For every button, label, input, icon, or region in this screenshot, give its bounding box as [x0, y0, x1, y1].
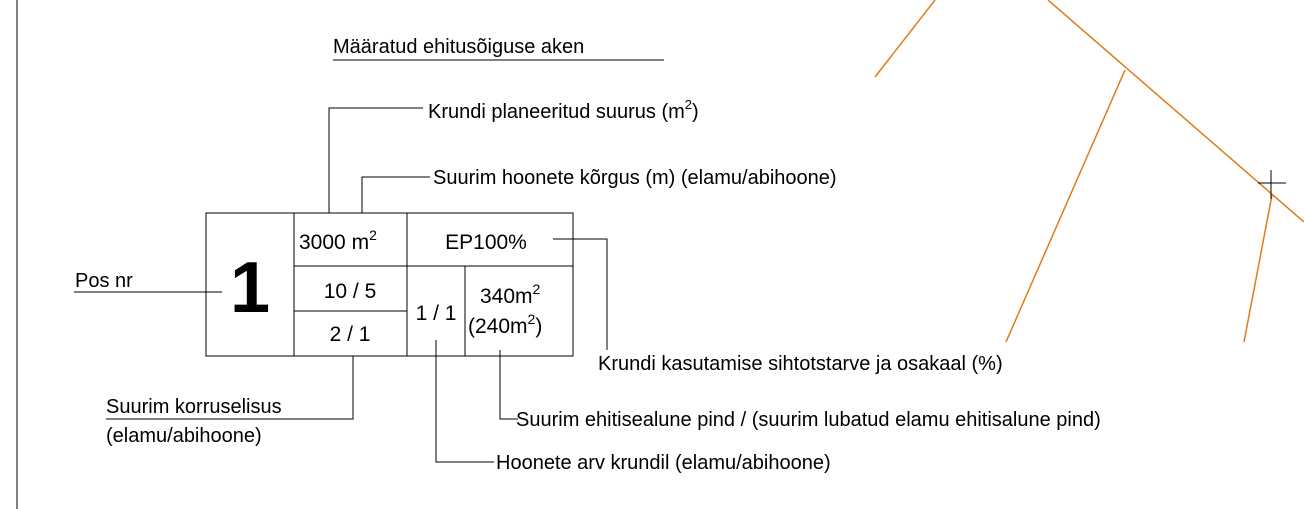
boundary-line-left: [874, 0, 936, 78]
building-rights-table: [205, 212, 574, 357]
diagram-title: Määratud ehitusõiguse aken: [333, 36, 584, 58]
boundary-line-top: [1047, 0, 1304, 223]
building-count-value: 1 / 1: [416, 302, 457, 325]
position-number: 1: [230, 248, 270, 328]
table-outline: [205, 212, 574, 357]
boundary-line-right: [1243, 194, 1273, 343]
plot-boundary-lines: [874, 0, 1304, 343]
residential-footprint-value: (240m2): [468, 311, 542, 338]
callout-purpose: Krundi kasutamise sihtotstarve ja osakaa…: [598, 353, 1003, 375]
callout-max-height: Suurim hoonete kõrgus (m) (elamu/abihoon…: [433, 167, 837, 189]
plot-area-value: 3000 m2: [299, 227, 377, 254]
callout-max-floors-line1: Suurim korruselisus: [106, 396, 282, 418]
callout-max-floors-line2: (elamu/abihoone): [106, 425, 262, 447]
footprint-value: 340m2: [480, 281, 541, 308]
floors-value: 2 / 1: [330, 323, 371, 346]
callout-pos-nr: Pos nr: [75, 270, 133, 292]
purpose-value: EP100%: [445, 231, 527, 254]
callout-building-count: Hoonete arv krundil (elamu/abihoone): [496, 452, 831, 474]
boundary-line-middle: [1005, 69, 1126, 343]
callout-building-area: Suurim ehitisealune pind / (suurim lubat…: [516, 409, 1101, 431]
height-value: 10 / 5: [324, 280, 377, 303]
survey-point-marker: [1258, 170, 1286, 199]
callout-plot-size: Krundi planeeritud suurus (m2): [428, 97, 699, 123]
leader-lines: [74, 107, 608, 463]
